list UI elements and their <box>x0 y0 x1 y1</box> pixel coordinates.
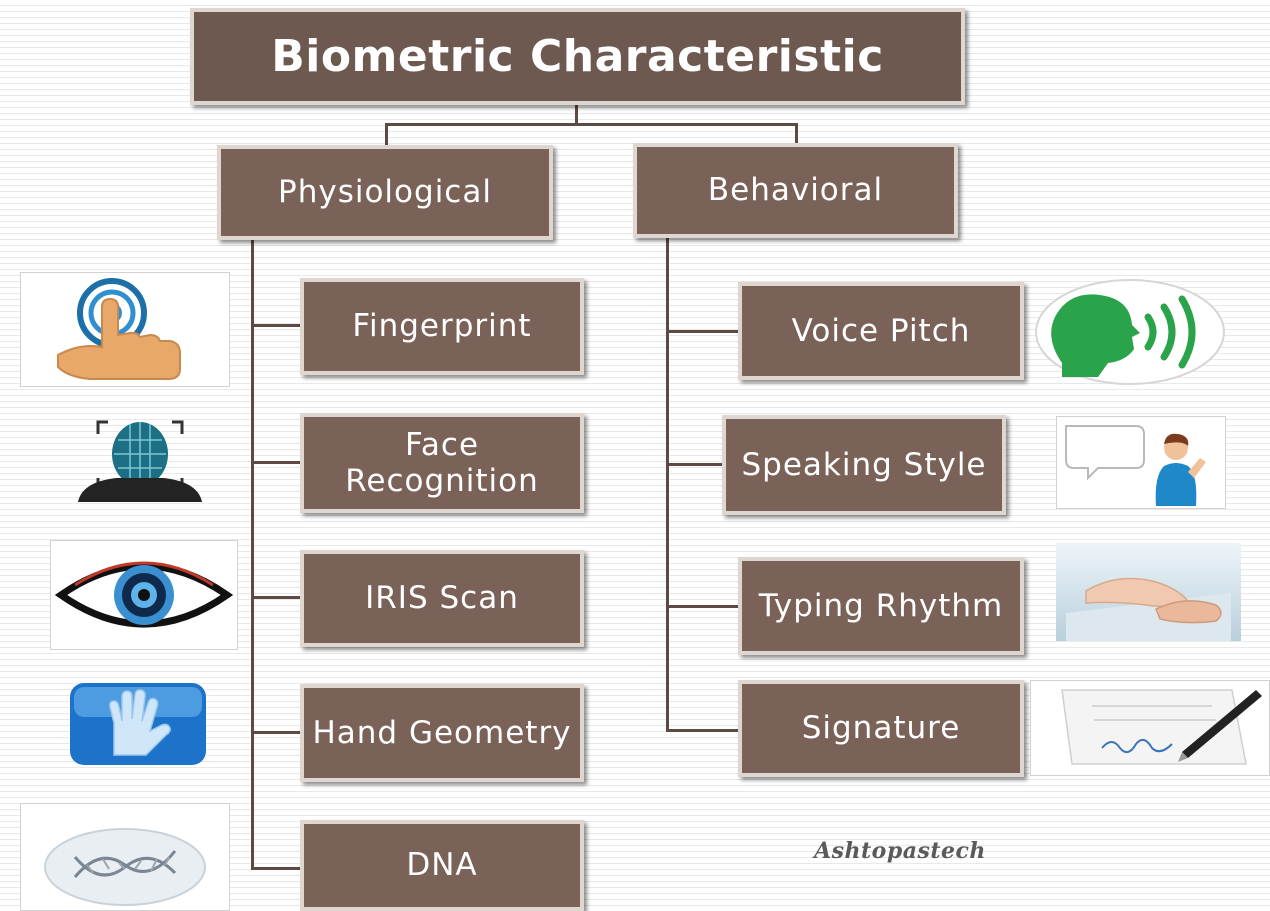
node-dna: DNA <box>300 820 584 911</box>
physiological-trunk <box>251 238 254 870</box>
node-physiological: Physiological <box>217 145 553 240</box>
fingerprint-touch-icon <box>20 272 230 387</box>
branch-fingerprint <box>251 324 305 327</box>
branch-iris <box>251 596 305 599</box>
branch-voice <box>666 330 742 333</box>
branch-hand <box>251 731 305 734</box>
branch-face <box>251 461 305 464</box>
node-signature: Signature <box>738 680 1024 777</box>
branch-dna <box>251 867 305 870</box>
connector-to-behavioral <box>795 123 798 145</box>
branch-signature <box>666 729 742 732</box>
branch-speaking <box>666 463 726 466</box>
face-scan-icon <box>55 415 225 505</box>
dna-icon <box>20 803 230 911</box>
signature-pen-icon <box>1030 680 1270 776</box>
node-hand-geometry: Hand Geometry <box>300 684 584 782</box>
typing-hands-icon <box>1056 543 1241 641</box>
eye-icon <box>50 540 238 650</box>
behavioral-trunk <box>666 235 669 732</box>
voice-speaker-icon <box>1030 274 1230 390</box>
connector-title-down <box>575 103 578 125</box>
node-speaking-style: Speaking Style <box>722 415 1006 515</box>
watermark-credit: Ashtopastech <box>814 838 986 864</box>
node-face-recognition: Face Recognition <box>300 413 584 513</box>
connector-to-physiological <box>385 123 388 147</box>
diagram-title: Biometric Characteristic <box>190 8 965 105</box>
node-fingerprint: Fingerprint <box>300 278 584 375</box>
node-iris-scan: IRIS Scan <box>300 550 584 647</box>
node-behavioral: Behavioral <box>633 143 958 238</box>
node-typing-rhythm: Typing Rhythm <box>738 557 1024 655</box>
node-voice-pitch: Voice Pitch <box>738 282 1024 380</box>
hand-scan-icon <box>60 680 215 768</box>
branch-typing <box>666 605 742 608</box>
speaking-person-icon <box>1056 416 1226 509</box>
connector-top-horizontal <box>385 123 798 126</box>
